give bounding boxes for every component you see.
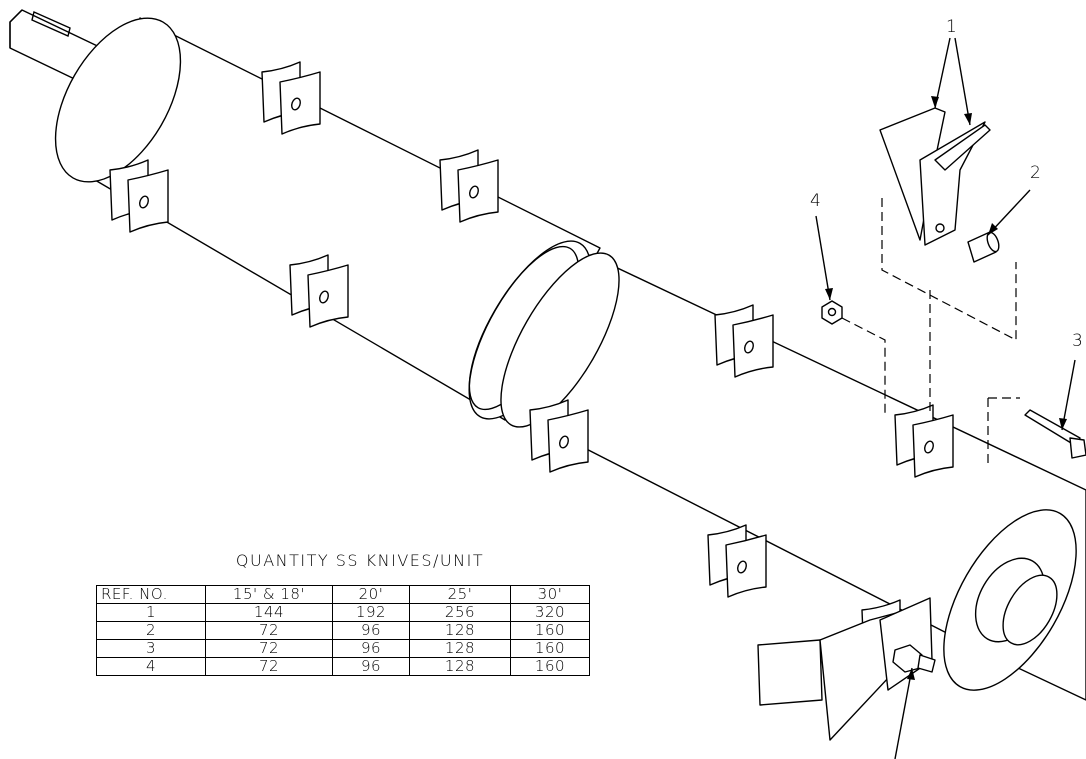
leader-arrows: [815, 37, 1076, 759]
table-cell: 144: [205, 603, 333, 622]
table-cell: 4: [96, 657, 206, 676]
table-cell: 72: [205, 657, 333, 676]
knife-pair: [894, 404, 954, 478]
table-header-row: REF. NO. 15' & 18' 20' 25' 30': [96, 585, 590, 604]
table-cell: 128: [409, 639, 511, 658]
right-drum: [500, 252, 1086, 701]
table-cell: 96: [332, 621, 410, 640]
header-25: 25': [409, 585, 511, 604]
table-cell: 2: [96, 621, 206, 640]
table-cell: 192: [332, 603, 410, 622]
quantity-table-title: QUANTITY SS KNIVES/UNIT: [235, 551, 485, 570]
bushing: [967, 231, 1000, 263]
table-cell: 160: [510, 621, 590, 640]
callout-4: 4: [810, 191, 821, 211]
knife-pair: [261, 61, 321, 135]
table-row: 3 72 96 128 160: [96, 639, 590, 658]
knife-pair: [439, 149, 499, 223]
assembly-guide-lines: [841, 198, 1020, 465]
knife-pair: [714, 304, 774, 378]
table-cell: 96: [332, 639, 410, 658]
table-cell: 1: [96, 603, 206, 622]
knife-pair: [289, 254, 349, 328]
callout-3: 3: [1072, 331, 1083, 351]
table-cell: 160: [510, 657, 590, 676]
table-row: 1 144 192 256 320: [96, 603, 590, 622]
table-cell: 256: [409, 603, 511, 622]
table-row: 4 72 96 128 160: [96, 657, 590, 676]
bolt: [1024, 409, 1086, 459]
knife-pair: [707, 524, 767, 598]
nut: [821, 300, 843, 325]
header-20: 20': [332, 585, 410, 604]
table-cell: 160: [510, 639, 590, 658]
table-cell: 320: [510, 603, 590, 622]
header-15-18: 15' & 18': [205, 585, 333, 604]
knife-pair: [529, 399, 589, 473]
table-cell: 3: [96, 639, 206, 658]
table-row: 2 72 96 128 160: [96, 621, 590, 640]
table-cell: 72: [205, 621, 333, 640]
header-30: 30': [510, 585, 590, 604]
lower-knife-assembly: [757, 597, 936, 741]
quantity-table: REF. NO. 15' & 18' 20' 25' 30' 1 144 192…: [96, 585, 590, 676]
knife-pair: [109, 159, 169, 233]
table-cell: 128: [409, 621, 511, 640]
callout-2: 2: [1030, 163, 1041, 183]
table-cell: 128: [409, 657, 511, 676]
table-cell: 96: [332, 657, 410, 676]
knife-assembly: [879, 107, 991, 246]
callout-1: 1: [946, 17, 957, 37]
table-cell: 72: [205, 639, 333, 658]
header-ref-no: REF. NO.: [96, 585, 206, 604]
